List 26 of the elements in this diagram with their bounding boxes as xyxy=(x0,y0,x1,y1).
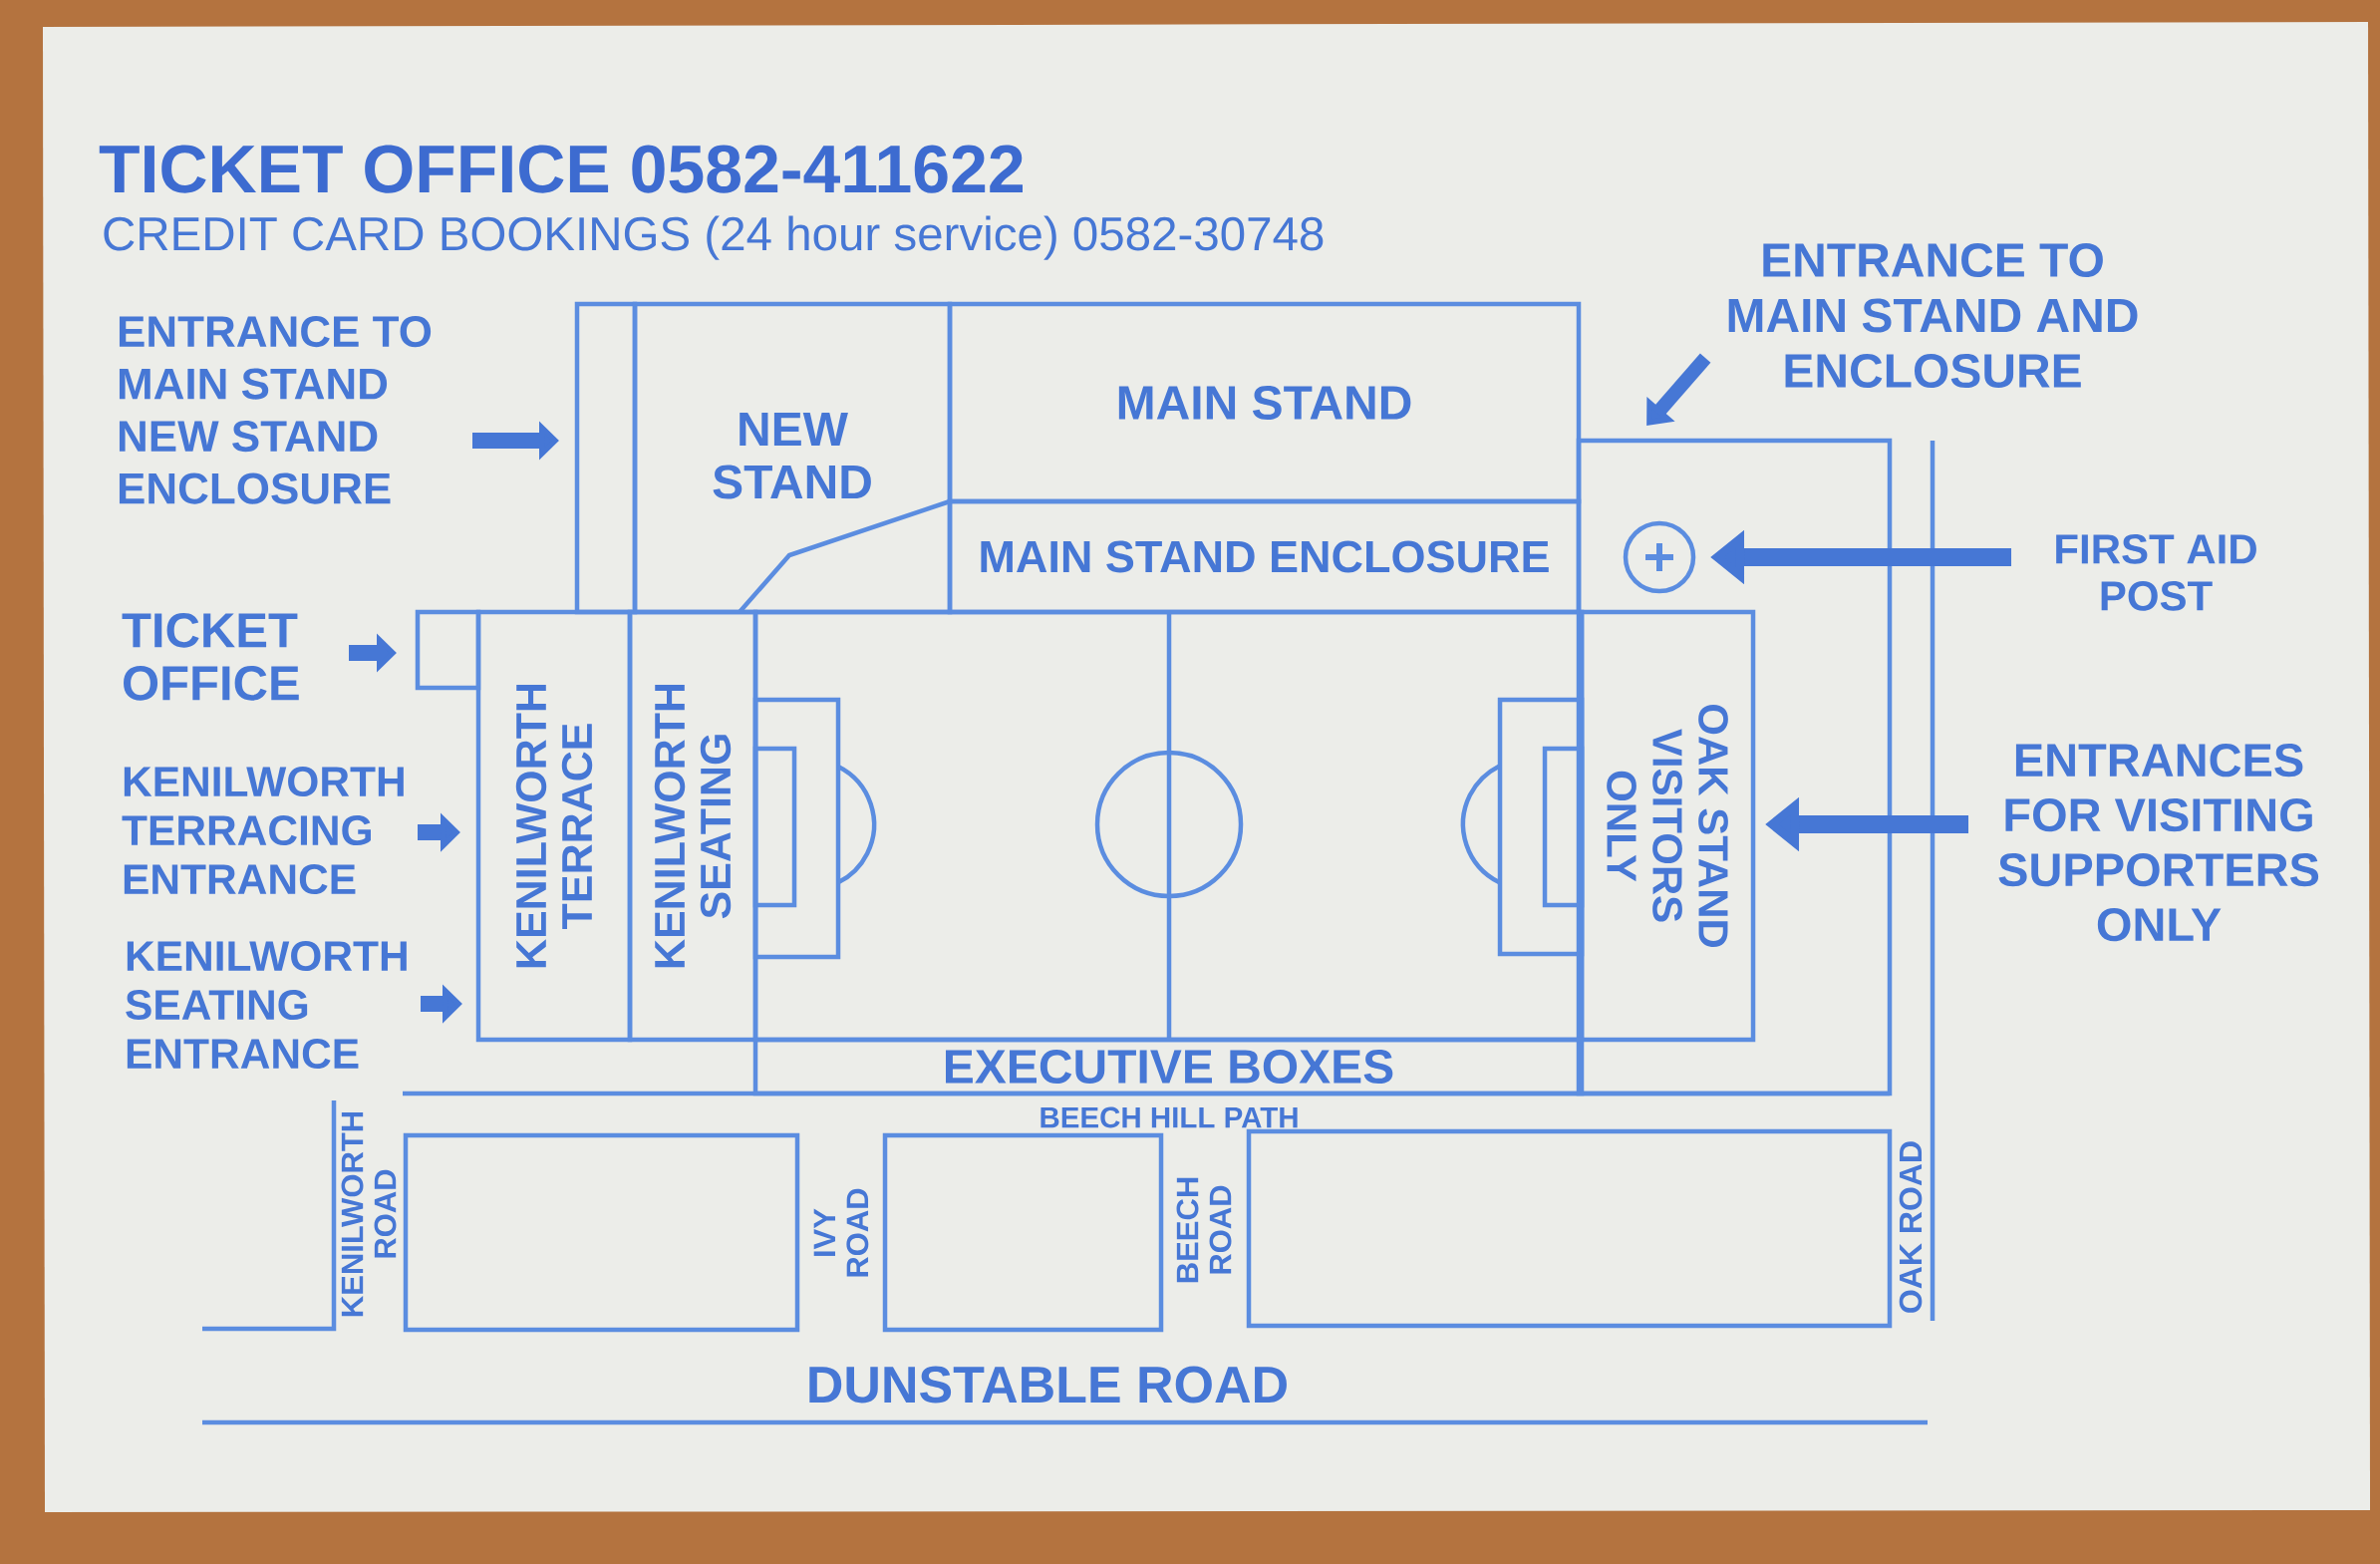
entrance-label: KENILWORTH SEATING ENTRANCE xyxy=(126,941,407,1070)
first-aid-symbol xyxy=(1623,520,1696,594)
house-block xyxy=(403,1132,800,1333)
entrance-label: KENILWORTH TERRACING ENTRANCE xyxy=(122,767,404,895)
road-label: BEECH ROAD xyxy=(1176,1177,1232,1283)
entrance-label: ENTRANCES FOR VISITING SUPPORTERS ONLY xyxy=(1998,744,2319,942)
stand-box: KENILWORTH SEATING xyxy=(627,609,758,1043)
title: TICKET OFFICE 0582-411622 xyxy=(99,145,1023,193)
stand-box: MAIN STAND ENCLOSURE xyxy=(947,498,1582,615)
arrow xyxy=(1646,353,1711,426)
stand-box: EXECUTIVE BOXES xyxy=(752,1037,1585,1096)
stand-box: NEW STAND xyxy=(632,301,953,615)
stand-box: MAIN STAND xyxy=(947,301,1582,504)
first-aid-label: FIRST AID POST xyxy=(2056,534,2256,611)
ticket-office-label: TICKET OFFICE xyxy=(122,613,299,701)
house-block xyxy=(1246,1128,1893,1329)
path-label: BEECH HILL PATH xyxy=(1041,1106,1298,1128)
house-block xyxy=(882,1132,1164,1333)
road-label: DUNSTABLE ROAD xyxy=(809,1366,1287,1404)
concourse-outline xyxy=(1576,438,1893,1096)
stand-box: OAK STAND VISITORS ONLY xyxy=(1579,609,1756,1043)
entrance-label: ENTRANCE TO MAIN STAND AND ENCLOSURE xyxy=(1728,243,2138,388)
road-label: IVY ROAD xyxy=(813,1188,869,1277)
subtitle: CREDIT CARD BOOKINGS (24 hour service) 0582-30748 xyxy=(104,215,1324,260)
entrance-label: ENTRANCE TO MAIN STAND NEW STAND ENCLOSURE xyxy=(119,316,432,504)
stand-box: KENILWORTH TERRACE xyxy=(475,609,633,1043)
